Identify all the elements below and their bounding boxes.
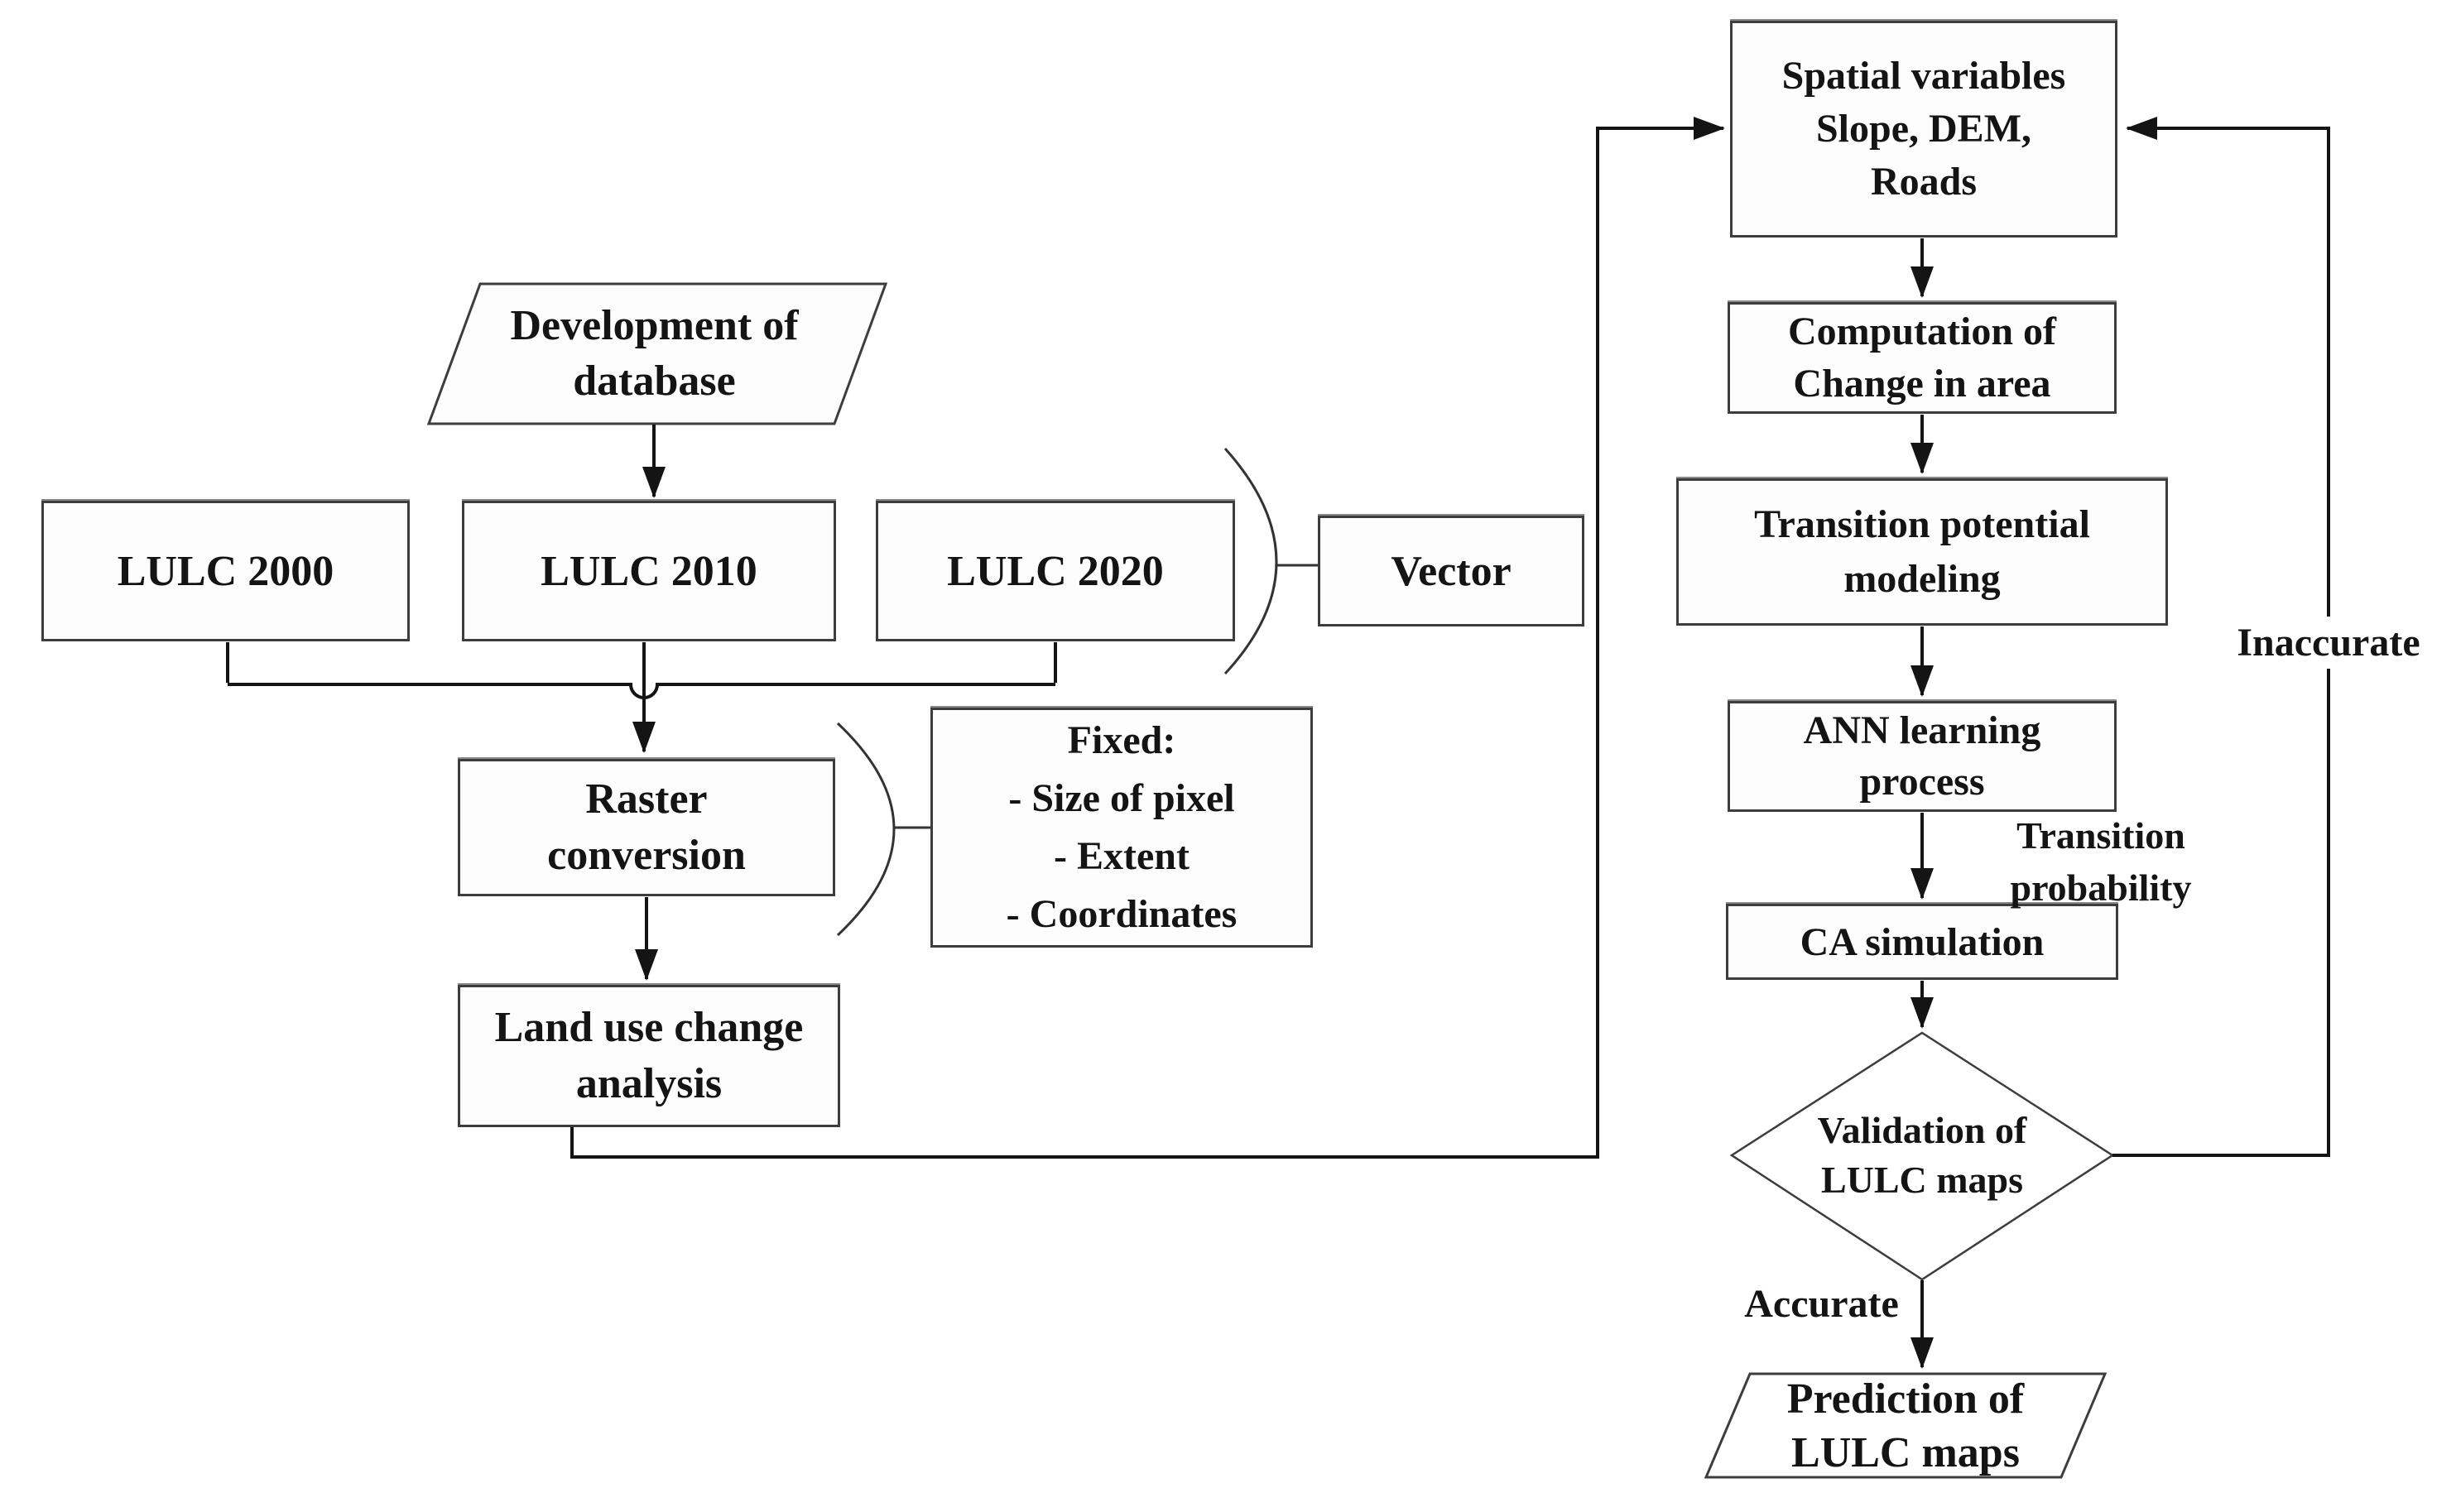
node-land-use-change-analysis-label: Land use change analysis xyxy=(494,1004,804,1107)
edge-landuse-to-spatial xyxy=(570,117,1725,1159)
node-ann-learning-process: ANN learning process xyxy=(1728,701,2117,812)
edge-label-transition-probability: Transition probability xyxy=(2010,814,2192,910)
node-validation-of-lulc-maps: Validation of LULC maps xyxy=(1740,1058,2104,1253)
node-raster-conversion-label: Raster conversion xyxy=(547,775,746,879)
prediction-parallelogram-shape xyxy=(1704,1372,2108,1479)
node-ann-learning-process-label: ANN learning process xyxy=(1803,708,2041,804)
node-fixed-parameters-label: Fixed: - Size of pixel - Extent - Coordi… xyxy=(1006,718,1238,937)
node-prediction-of-lulc-maps: Prediction of LULC maps xyxy=(1706,1374,2105,1477)
node-lulc-2020-label: LULC 2020 xyxy=(947,547,1164,595)
node-spatial-variables: Spatial variables Slope, DEM, Roads xyxy=(1730,21,2117,238)
edge-lulc-collector-with-hop xyxy=(228,683,1055,699)
node-validation-of-lulc-maps-label: Validation of LULC maps xyxy=(1817,1109,2027,1201)
node-lulc-2010: LULC 2010 xyxy=(462,501,836,641)
development-parallelogram-shape xyxy=(426,282,888,425)
edge-label-inaccurate: Inaccurate xyxy=(2225,617,2432,669)
vector-group-bracket xyxy=(1223,447,1278,675)
node-fixed-parameters: Fixed: - Size of pixel - Extent - Coordi… xyxy=(930,708,1313,948)
node-transition-potential-modeling: Transition potential modeling xyxy=(1676,478,2168,626)
node-vector-label: Vector xyxy=(1391,547,1512,595)
node-lulc-2000: LULC 2000 xyxy=(41,501,410,641)
node-computation-of-change: Computation of Change in area xyxy=(1728,302,2117,414)
node-lulc-2000-label: LULC 2000 xyxy=(117,547,334,595)
node-lulc-2020: LULC 2020 xyxy=(876,501,1235,641)
node-development-of-database: Development of database xyxy=(429,284,880,424)
node-ca-simulation-label: CA simulation xyxy=(1800,919,2045,964)
node-spatial-variables-label: Spatial variables Slope, DEM, Roads xyxy=(1781,53,2066,204)
validation-diamond-shape xyxy=(1729,1031,2115,1281)
raster-group-bracket xyxy=(836,722,896,937)
node-computation-of-change-label: Computation of Change in area xyxy=(1787,310,2057,406)
node-land-use-change-analysis: Land use change analysis xyxy=(458,985,840,1127)
edge-label-accurate: Accurate xyxy=(1744,1282,1899,1326)
node-prediction-of-lulc-maps-label: Prediction of LULC maps xyxy=(1786,1375,2025,1476)
node-raster-conversion: Raster conversion xyxy=(458,759,835,896)
node-ca-simulation: CA simulation xyxy=(1726,904,2118,980)
node-lulc-2010-label: LULC 2010 xyxy=(541,547,757,595)
node-development-label: Development of database xyxy=(510,301,799,405)
node-vector: Vector xyxy=(1318,516,1584,626)
node-transition-potential-modeling-label: Transition potential modeling xyxy=(1754,502,2090,601)
